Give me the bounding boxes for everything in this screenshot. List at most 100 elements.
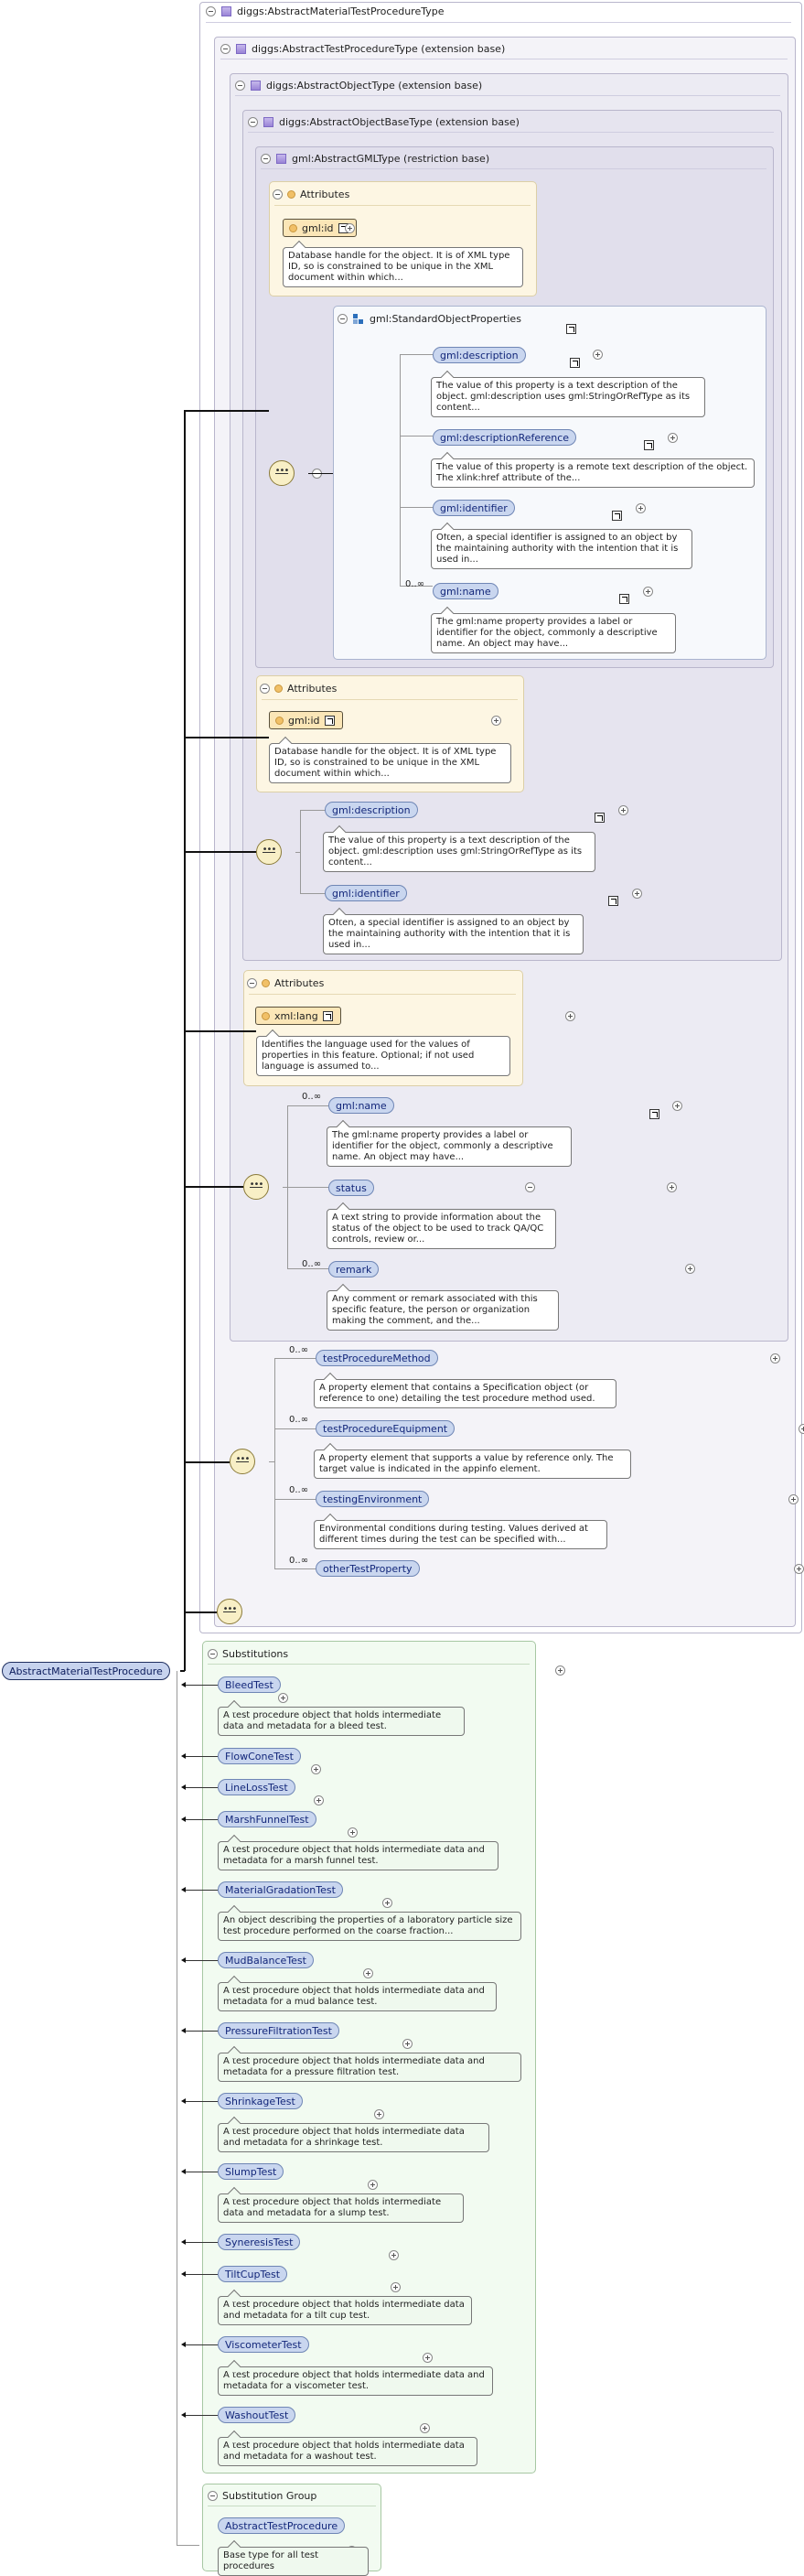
element-gml-identifier[interactable]: gml:identifier bbox=[433, 500, 515, 516]
type-title[interactable]: gml:AbstractGMLType (restriction base) bbox=[261, 153, 489, 165]
expand-icon[interactable] bbox=[794, 1564, 804, 1574]
type-title[interactable]: diggs:AbstractObjectBaseType (extension … bbox=[248, 116, 520, 128]
expand-icon[interactable] bbox=[684, 1264, 695, 1274]
collapse-toggle[interactable] bbox=[248, 117, 258, 127]
collapse-toggle[interactable] bbox=[260, 684, 270, 694]
link-icon[interactable] bbox=[619, 594, 629, 604]
expand-icon[interactable] bbox=[420, 2423, 430, 2433]
collapse-toggle[interactable] bbox=[247, 978, 257, 988]
substitution-element[interactable]: WashoutTest bbox=[218, 2407, 296, 2423]
expand-icon[interactable] bbox=[491, 716, 501, 726]
collapse-toggle[interactable] bbox=[273, 189, 283, 199]
element-gml-description[interactable]: gml:description bbox=[433, 347, 526, 363]
expand-icon[interactable] bbox=[671, 1101, 682, 1111]
collapse-toggle[interactable] bbox=[338, 314, 348, 324]
link-icon[interactable] bbox=[608, 896, 618, 906]
substitution-element[interactable]: BleedTest bbox=[218, 1676, 281, 1693]
attribute-group-header[interactable]: Attributes bbox=[260, 683, 337, 695]
expand-icon[interactable] bbox=[314, 1795, 324, 1805]
substitution-element[interactable]: SyneresisTest bbox=[218, 2234, 301, 2250]
expand-icon[interactable] bbox=[345, 223, 355, 233]
expand-icon[interactable] bbox=[631, 889, 642, 899]
link-icon[interactable] bbox=[649, 1109, 659, 1119]
attribute-group-header[interactable]: Attributes bbox=[247, 977, 324, 989]
link-icon[interactable] bbox=[570, 358, 580, 368]
type-title[interactable]: diggs:AbstractObjectType (extension base… bbox=[235, 80, 482, 92]
sequence-compositor-icon[interactable] bbox=[243, 1174, 269, 1200]
expand-icon[interactable] bbox=[278, 1693, 288, 1703]
element-gml-name[interactable]: gml:name bbox=[328, 1097, 394, 1114]
substitutions-header[interactable]: Substitutions bbox=[208, 1648, 288, 1660]
expand-icon[interactable] bbox=[635, 503, 646, 513]
sequence-compositor-icon[interactable] bbox=[256, 839, 282, 865]
group-title[interactable]: gml:StandardObjectProperties bbox=[338, 313, 521, 325]
expand-icon[interactable] bbox=[374, 2109, 384, 2119]
collapse-toggle[interactable] bbox=[206, 6, 216, 16]
substitution-element[interactable]: ShrinkageTest bbox=[218, 2093, 303, 2109]
root-element[interactable]: AbstractMaterialTestProcedure bbox=[2, 1662, 170, 1680]
sequence-compositor-icon[interactable] bbox=[217, 1599, 242, 1624]
expand-icon[interactable] bbox=[592, 350, 603, 360]
element-other-test-property[interactable]: otherTestProperty bbox=[316, 1560, 420, 1577]
substitution-element[interactable]: MaterialGradationTest bbox=[218, 1881, 343, 1898]
expand-icon[interactable] bbox=[565, 1011, 575, 1021]
substitution-element[interactable]: MudBalanceTest bbox=[218, 1952, 314, 1968]
expand-icon[interactable] bbox=[617, 805, 628, 815]
link-icon[interactable] bbox=[322, 1010, 333, 1021]
collapse-toggle[interactable] bbox=[208, 2491, 218, 2501]
attribute-gml-id[interactable]: gml:id bbox=[269, 711, 343, 729]
expand-icon[interactable] bbox=[799, 1424, 804, 1434]
attribute-xml-lang[interactable]: xml:lang bbox=[255, 1007, 341, 1025]
element-gml-name[interactable]: gml:name bbox=[433, 583, 498, 599]
link-icon[interactable] bbox=[612, 511, 622, 521]
element-gml-description-reference[interactable]: gml:descriptionReference bbox=[433, 429, 577, 446]
element-abstract-test-procedure[interactable]: AbstractTestProcedure bbox=[218, 2517, 346, 2534]
element-gml-description[interactable]: gml:description bbox=[325, 802, 418, 818]
expand-icon[interactable] bbox=[348, 1827, 358, 1838]
type-name: gml:AbstractGMLType (restriction base) bbox=[292, 153, 490, 165]
substitution-element[interactable]: FlowConeTest bbox=[218, 1748, 301, 1764]
element-test-procedure-method[interactable]: testProcedureMethod bbox=[316, 1350, 438, 1366]
expand-icon[interactable] bbox=[667, 1182, 677, 1192]
substitution-element[interactable]: PressureFiltrationTest bbox=[218, 2022, 339, 2039]
element-gml-identifier[interactable]: gml:identifier bbox=[325, 885, 407, 901]
attribute-gml-id[interactable]: gml:id bbox=[283, 219, 357, 237]
collapse-toggle[interactable] bbox=[524, 1182, 535, 1192]
type-title[interactable]: diggs:AbstractMaterialTestProcedureType bbox=[206, 5, 445, 17]
collapse-toggle[interactable] bbox=[235, 81, 245, 91]
collapse-toggle[interactable] bbox=[261, 154, 271, 164]
link-icon[interactable] bbox=[595, 813, 605, 823]
substitution-element[interactable]: LineLossTest bbox=[218, 1779, 295, 1795]
expand-icon[interactable] bbox=[402, 2039, 413, 2049]
element-remark[interactable]: remark bbox=[328, 1261, 380, 1277]
substitution-element[interactable]: ViscometerTest bbox=[218, 2336, 309, 2353]
collapse-toggle[interactable] bbox=[220, 44, 230, 54]
expand-icon[interactable] bbox=[311, 1764, 321, 1774]
substitution-group-header[interactable]: Substitution Group bbox=[208, 2490, 316, 2502]
expand-icon[interactable] bbox=[769, 1353, 780, 1363]
expand-icon[interactable] bbox=[363, 1968, 373, 1978]
sequence-compositor-icon[interactable] bbox=[230, 1449, 255, 1474]
expand-icon[interactable] bbox=[368, 2180, 378, 2190]
substitution-element[interactable]: TiltCupTest bbox=[218, 2266, 288, 2282]
link-icon[interactable] bbox=[644, 440, 654, 450]
element-status[interactable]: status bbox=[328, 1180, 374, 1196]
expand-icon[interactable] bbox=[423, 2353, 433, 2363]
link-icon[interactable] bbox=[565, 324, 576, 334]
expand-icon[interactable] bbox=[642, 587, 653, 597]
element-test-procedure-equipment[interactable]: testProcedureEquipment bbox=[316, 1420, 456, 1437]
type-title[interactable]: diggs:AbstractTestProcedureType (extensi… bbox=[220, 43, 505, 55]
expand-icon[interactable] bbox=[389, 2250, 399, 2260]
link-icon[interactable] bbox=[324, 715, 335, 726]
collapse-toggle[interactable] bbox=[208, 1649, 218, 1659]
sequence-compositor-icon[interactable] bbox=[269, 460, 295, 486]
expand-icon[interactable] bbox=[667, 433, 678, 443]
substitution-element[interactable]: MarshFunnelTest bbox=[218, 1811, 316, 1827]
expand-icon[interactable] bbox=[554, 1665, 565, 1676]
attribute-group-header[interactable]: Attributes bbox=[273, 189, 349, 200]
substitution-element[interactable]: SlumpTest bbox=[218, 2163, 284, 2180]
expand-icon[interactable] bbox=[788, 1494, 799, 1504]
expand-icon[interactable] bbox=[391, 2282, 401, 2292]
element-testing-environment[interactable]: testingEnvironment bbox=[316, 1491, 430, 1507]
expand-icon[interactable] bbox=[382, 1898, 392, 1908]
